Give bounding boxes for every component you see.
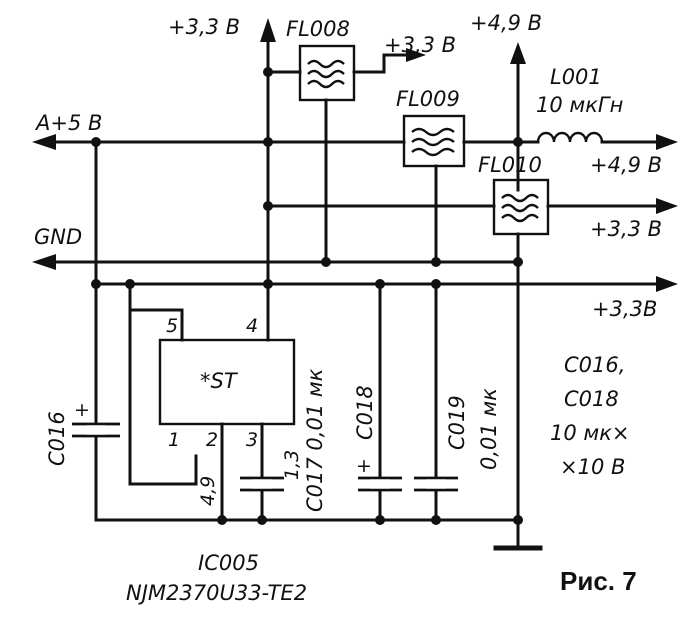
label-top-supply-2: +4,9 В <box>470 11 542 35</box>
arrow-up-3v3 <box>260 18 276 42</box>
label-c018: C018 <box>353 385 377 440</box>
label-top-supply: +3,3 В <box>168 15 240 39</box>
arrow-left-gnd <box>32 254 56 270</box>
ic-pin-2: 2 <box>206 429 218 451</box>
label-main-output: +3,3В <box>592 297 657 321</box>
label-fl010-out: +3,3 В <box>590 217 662 241</box>
arrow-right-fl010 <box>656 198 678 214</box>
label-fl008: FL008 <box>286 17 350 41</box>
c017-gap <box>252 479 272 489</box>
note-line-3: 10 мк× <box>550 421 630 445</box>
ic-pin3-voltage: 1,3 <box>281 450 303 480</box>
c019-gap <box>426 479 446 489</box>
junction-dots <box>91 67 523 525</box>
label-fl008-out: +3,3 В <box>384 33 456 57</box>
label-l001-ref: L001 <box>550 65 602 89</box>
arrow-right-fl008 <box>406 48 426 62</box>
note-line-1: C016, <box>564 353 625 377</box>
filter-fl009 <box>402 114 466 168</box>
ic-pin-1: 1 <box>168 429 180 451</box>
label-fl010: FL010 <box>478 153 542 177</box>
label-c019-value: 0,01 мк <box>477 388 501 470</box>
ic-body <box>158 338 296 426</box>
ic-ref: IC005 <box>198 551 259 575</box>
label-l001-value: 10 мкГн <box>536 93 623 117</box>
label-l001-out: +4,9 В <box>590 153 662 177</box>
note-line-2: C018 <box>564 387 619 411</box>
arrow-up-4v9 <box>510 42 526 64</box>
ic-marking: *ST <box>200 369 239 393</box>
c016-plus-mark: + <box>74 399 90 421</box>
label-c017: C017 0,01 мк <box>303 368 327 512</box>
arrow-right-4v9 <box>656 134 678 150</box>
c018-gap <box>370 479 390 489</box>
ic-pin-5: 5 <box>166 315 178 337</box>
label-ground: GND <box>34 225 82 249</box>
arrow-right-main <box>656 276 678 292</box>
ic-pin-4: 4 <box>246 315 258 337</box>
c018-plus-mark: + <box>356 455 372 477</box>
ic-pin1-voltage: 4,9 <box>197 476 219 506</box>
filter-fl008 <box>298 44 356 102</box>
filter-fl010 <box>492 178 550 236</box>
c016-gap <box>86 425 106 435</box>
inductor-l001 <box>536 131 604 143</box>
label-fl009: FL009 <box>396 87 460 111</box>
ic-part-number: NJM2370U33-TE2 <box>126 581 307 605</box>
arrow-left-5v <box>32 134 56 150</box>
figure-label: Рис. 7 <box>560 566 637 596</box>
note-line-4: ×10 В <box>560 455 625 479</box>
label-c016: C016 <box>45 411 69 466</box>
label-input: A+5 В <box>34 111 102 135</box>
ic-pin-3: 3 <box>246 429 258 451</box>
label-c019: C019 <box>445 395 469 450</box>
